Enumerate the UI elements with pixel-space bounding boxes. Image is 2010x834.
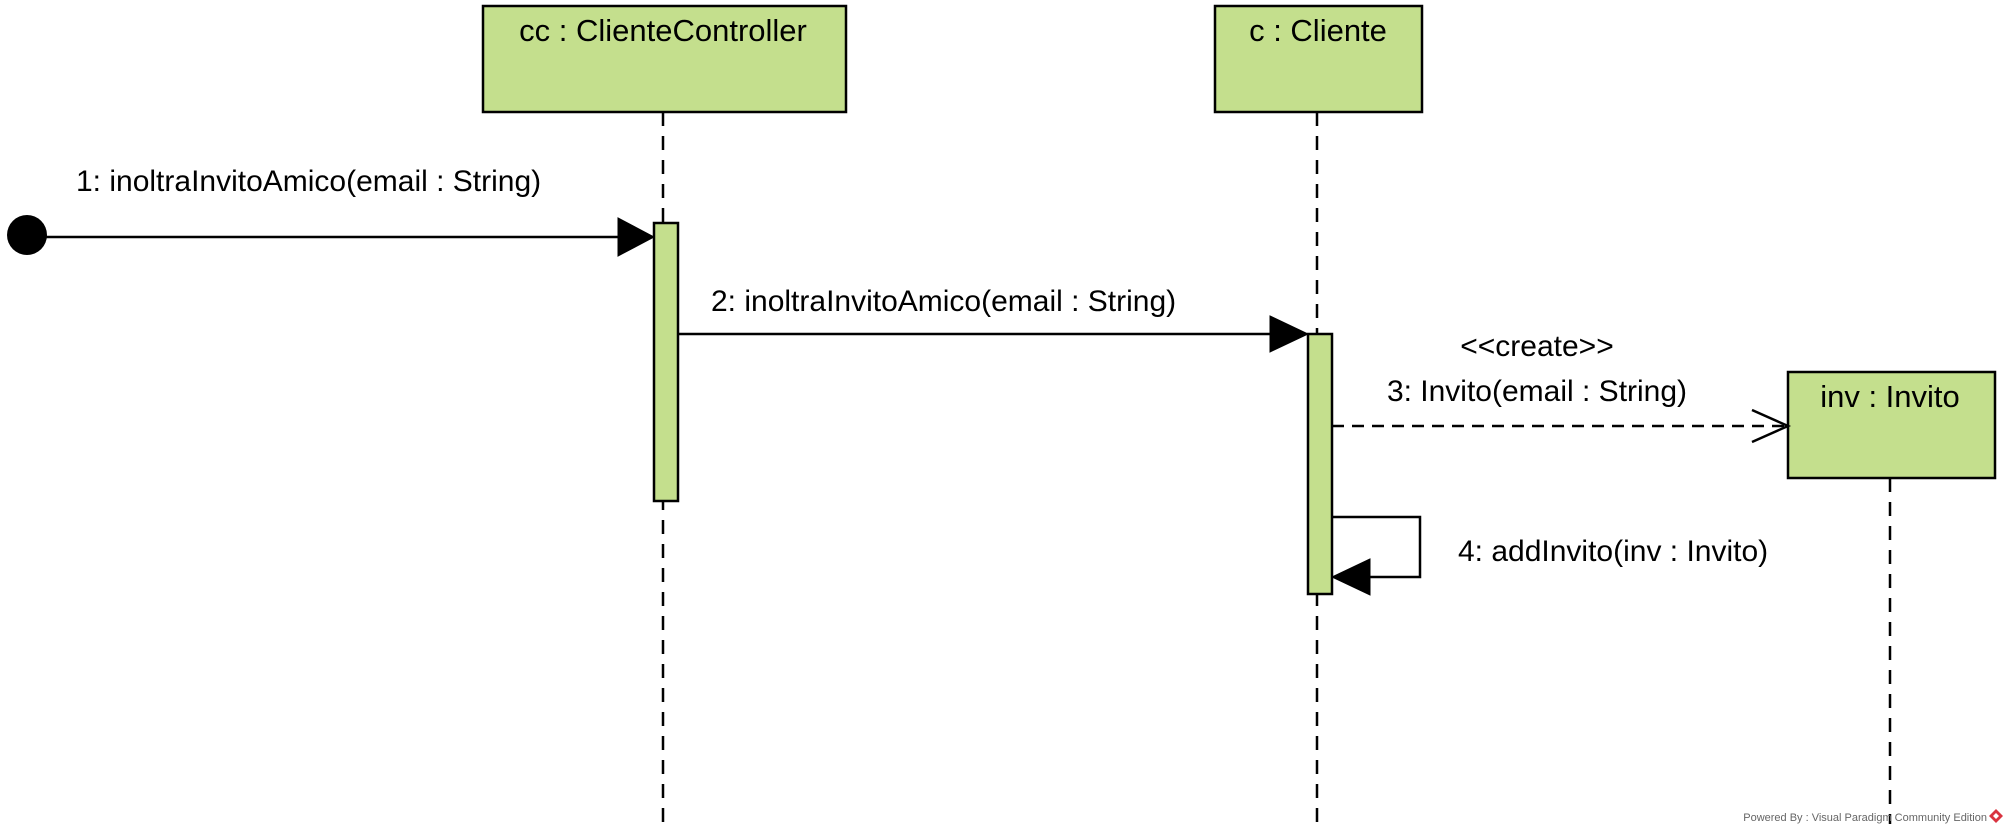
message-4-arrowhead	[1330, 558, 1371, 596]
message-1[interactable]: 1: inoltraInvitoAmico(email : String)	[7, 165, 656, 257]
watermark-text: Powered By : Visual Paradigm Community E…	[1743, 812, 1987, 824]
message-2-label: 2: inoltraInvitoAmico(email : String)	[711, 285, 1176, 318]
message-3-label: 3: Invito(email : String)	[1387, 375, 1687, 408]
message-2[interactable]: 2: inoltraInvitoAmico(email : String)	[678, 285, 1310, 353]
lifeline-title-controller: cc : ClienteController	[519, 13, 807, 48]
activation-bar-controller[interactable]	[652, 221, 680, 503]
visual-paradigm-logo-icon	[1989, 809, 2003, 823]
lifeline-invito: inv : Invito	[1786, 370, 1997, 824]
message-4-self[interactable]: 4: addInvito(inv : Invito)	[1330, 515, 1768, 596]
lifeline-cliente: c : Cliente	[1213, 4, 1424, 824]
message-4-label: 4: addInvito(inv : Invito)	[1458, 535, 1768, 568]
lifeline-cliente-controller: cc : ClienteController	[481, 4, 848, 824]
lifeline-box-invito[interactable]	[1786, 370, 1997, 480]
message-1-arrowhead	[617, 217, 656, 257]
activation-bar-cliente[interactable]	[1306, 332, 1334, 596]
lifeline-title-cliente: c : Cliente	[1249, 13, 1387, 48]
lifeline-title-invito: inv : Invito	[1820, 379, 1960, 414]
message-4-line	[1332, 515, 1422, 579]
message-1-label: 1: inoltraInvitoAmico(email : String)	[76, 165, 541, 198]
message-3-create[interactable]: <<create>> 3: Invito(email : String)	[1332, 330, 1792, 444]
message-3-stereotype: <<create>>	[1460, 330, 1613, 363]
lifeline-box-cliente[interactable]	[1213, 4, 1424, 114]
message-2-arrowhead	[1269, 315, 1310, 353]
lifeline-box-controller[interactable]	[481, 4, 848, 114]
found-message-start-dot	[7, 215, 47, 255]
watermark: Powered By : Visual Paradigm Community E…	[1743, 809, 2003, 824]
message-3-open-arrowhead	[1751, 408, 1792, 444]
